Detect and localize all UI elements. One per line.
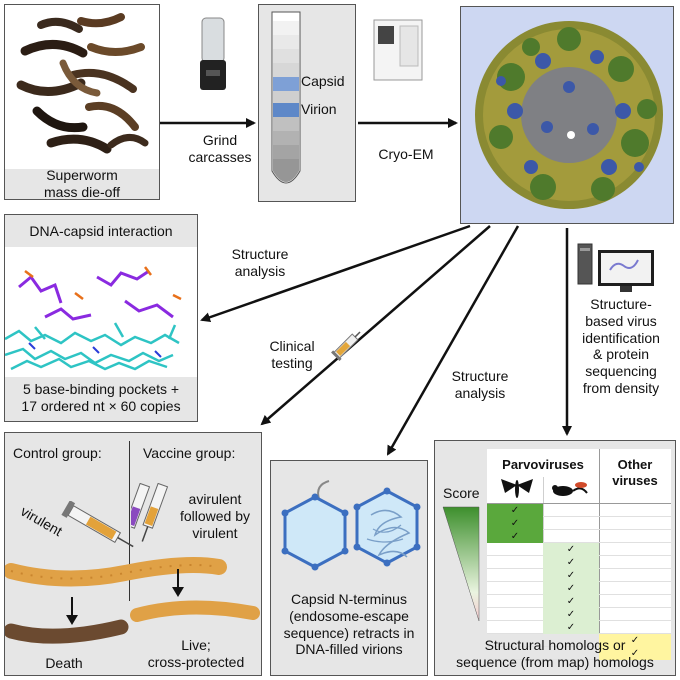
table-row: ✓	[487, 569, 671, 582]
dna-capsid-panel: DNA-capsid interaction 5 base-binding po…	[4, 214, 198, 422]
table-row: ✓	[487, 608, 671, 621]
dead-worm	[5, 619, 129, 644]
check-cell: ✓	[543, 608, 599, 621]
down-arrow-control	[66, 597, 78, 625]
host-silhouettes	[501, 479, 588, 498]
moth-icon	[501, 479, 533, 498]
death-label: Death	[45, 655, 83, 671]
capsid-density-map	[475, 21, 663, 209]
table-row: ✓	[487, 556, 671, 569]
live-worm-upper	[5, 557, 227, 587]
computer-icon	[577, 243, 654, 292]
header-divider-h	[487, 503, 671, 504]
score-label: Score	[443, 485, 480, 501]
avirulent-syringe-pair	[131, 483, 169, 542]
check-cell: ✓	[487, 517, 543, 530]
table-row: ✓	[487, 595, 671, 608]
virion-band-label: Virion	[301, 101, 337, 117]
gradient-box: Capsid Virion	[258, 4, 356, 202]
live-label: Live;cross-protected	[147, 637, 245, 670]
table-row: ✓	[487, 621, 671, 634]
cryoem-label: Cryo-EM	[378, 146, 434, 162]
check-cell: ✓	[543, 595, 599, 608]
capsid-map-box	[460, 6, 674, 224]
check-cell: ✓	[487, 530, 543, 543]
table-row: ✓	[487, 504, 671, 517]
table-row: ✓	[487, 543, 671, 556]
dna-capsid-title: DNA-capsid interaction	[29, 223, 173, 239]
table-row: ✓	[487, 582, 671, 595]
capsid-nterm-caption: Capsid N-terminus(endosome-escape sequen…	[283, 591, 415, 658]
vaccine-panel: Control group: Vaccine group: virulent a…	[4, 432, 262, 676]
check-cell: ✓	[543, 556, 599, 569]
capsid-hexagons	[281, 480, 421, 571]
control-group-title: Control group:	[13, 445, 102, 461]
check-cell: ✓	[487, 504, 543, 517]
check-cell: ✓	[543, 543, 599, 556]
down-arrow-vaccine	[172, 569, 184, 597]
blender-icon	[200, 17, 226, 90]
capsid-nterm-panel: Capsid N-terminus(endosome-escape sequen…	[270, 460, 428, 676]
table-row: ✓	[487, 530, 671, 543]
live-worm-lower	[130, 600, 260, 622]
header-divider-v2	[599, 449, 600, 633]
table-row: ✓	[487, 634, 671, 647]
dna-capsid-title-bg	[5, 215, 197, 247]
superworm-caption-bg	[5, 169, 159, 199]
table-row: ✓	[487, 517, 671, 530]
check-cell: ✓	[599, 647, 671, 660]
centrifuge-tube	[271, 11, 301, 184]
rodent-shrimp-icon	[552, 482, 588, 496]
check-cell: ✓	[599, 634, 671, 647]
parvo-header: Parvoviruses	[502, 457, 584, 472]
microscope-icon	[373, 19, 423, 81]
arrow-structure-analysis-2	[386, 225, 520, 456]
score-gradient-wedge	[442, 506, 480, 622]
virulent-syringe	[61, 501, 134, 548]
dna-capsid-caption-bg	[5, 377, 197, 421]
dna-capsid-caption: 5 base-binding pockets +17 ordered nt × …	[21, 381, 181, 414]
superworm-pile-image	[16, 13, 149, 154]
check-cell: ✓	[543, 582, 599, 595]
dna-capsid-structure	[5, 247, 197, 377]
check-cell: ✓	[543, 621, 599, 634]
syringe-icon	[331, 331, 361, 361]
check-cell: ✓	[543, 569, 599, 582]
virulent-label: virulent	[18, 502, 66, 540]
capsid-band-label: Capsid	[301, 73, 345, 89]
vaccine-group-title: Vaccine group:	[143, 445, 236, 461]
group-divider	[129, 441, 130, 601]
table-row: ✓	[487, 647, 671, 660]
